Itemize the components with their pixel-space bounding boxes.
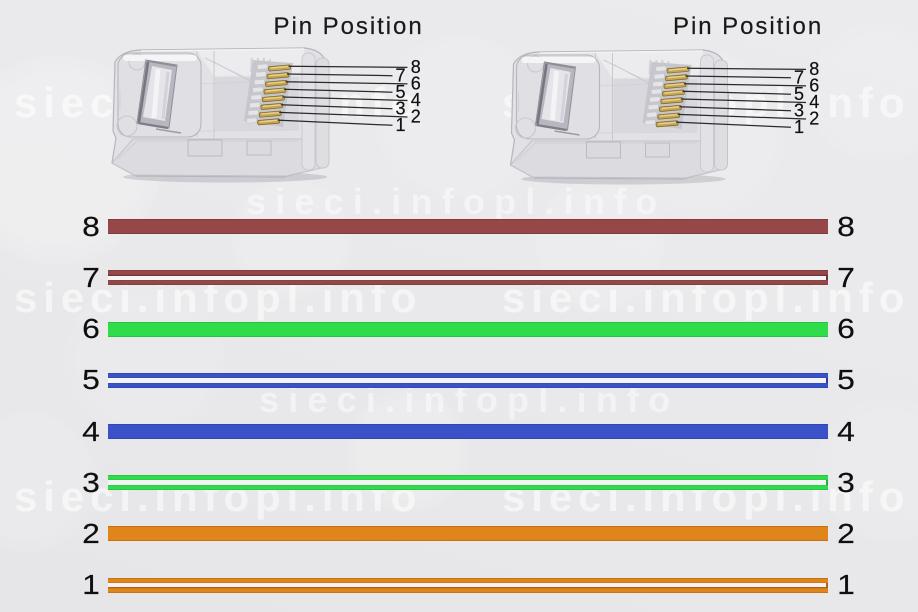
- svg-text:5: 5: [794, 84, 804, 104]
- svg-text:4: 4: [809, 92, 819, 112]
- svg-text:6: 6: [411, 74, 421, 94]
- svg-text:2: 2: [809, 109, 819, 129]
- svg-text:1: 1: [794, 117, 804, 137]
- svg-text:7: 7: [794, 67, 804, 87]
- svg-text:6: 6: [809, 76, 819, 96]
- svg-text:3: 3: [395, 98, 405, 118]
- svg-text:5: 5: [395, 82, 405, 102]
- svg-text:3: 3: [794, 100, 804, 120]
- svg-text:1: 1: [395, 115, 405, 135]
- svg-text:2: 2: [411, 107, 421, 127]
- svg-text:7: 7: [395, 65, 405, 85]
- svg-text:8: 8: [809, 59, 819, 79]
- svg-text:8: 8: [411, 57, 421, 77]
- svg-text:4: 4: [411, 90, 421, 110]
